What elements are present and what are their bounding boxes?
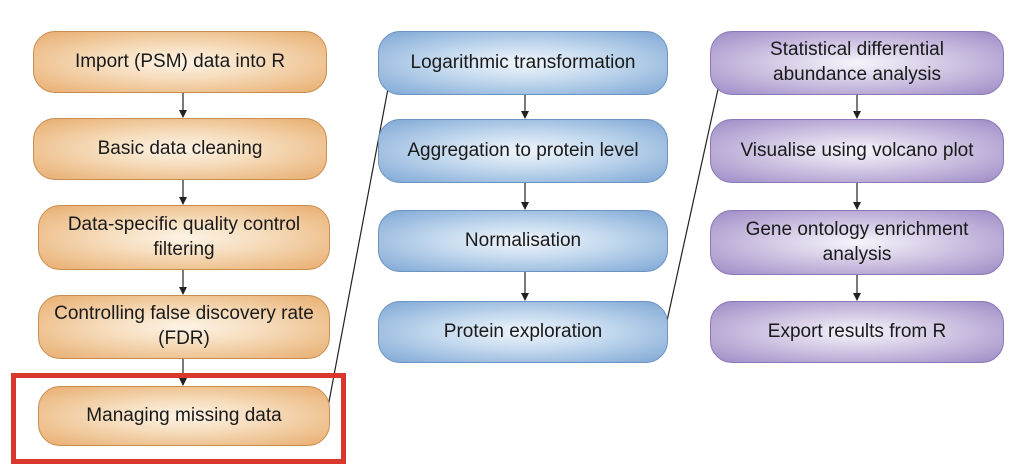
step-label: Import (PSM) data into R [74, 50, 286, 72]
step-label: Protein exploration [443, 320, 603, 342]
step-export-results: Export results from R [710, 301, 1004, 363]
highlight-frame [11, 373, 346, 464]
step-quality-control-filtering: Data-specific quality control filtering [38, 205, 330, 270]
step-logarithmic-transformation: Logarithmic transformation [378, 31, 668, 95]
step-label: Data-specific quality control filtering [67, 213, 301, 260]
step-label: Visualise using volcano plot [740, 139, 974, 161]
step-label: Export results from R [767, 320, 947, 342]
step-label: Gene ontology enrichment analysis [745, 218, 969, 265]
arrow-exploration-to-statistical [664, 79, 723, 331]
step-label: Statistical differential abundance analy… [770, 39, 944, 85]
step-import-psm-data: Import (PSM) data into R [33, 31, 327, 93]
step-statistical-differential-abundance: Statistical differential abundance analy… [710, 31, 1004, 95]
step-protein-exploration: Protein exploration [378, 301, 668, 363]
step-normalisation: Normalisation [378, 210, 668, 272]
step-gene-ontology-enrichment: Gene ontology enrichment analysis [710, 210, 1004, 275]
step-managing-missing-data: Managing missing data [38, 386, 330, 446]
step-label: Normalisation [464, 229, 582, 251]
step-label: Controlling false discovery rate (FDR) [54, 303, 314, 349]
step-label: Basic data cleaning [97, 137, 263, 159]
step-controlling-fdr: Controlling false discovery rate (FDR) [38, 295, 330, 359]
step-aggregation-protein-level: Aggregation to protein level [378, 119, 668, 183]
step-label: Managing missing data [86, 404, 282, 426]
step-volcano-plot: Visualise using volcano plot [710, 119, 1004, 183]
step-label: Aggregation to protein level [407, 139, 639, 161]
step-basic-data-cleaning: Basic data cleaning [33, 118, 327, 180]
step-label: Logarithmic transformation [410, 51, 636, 73]
